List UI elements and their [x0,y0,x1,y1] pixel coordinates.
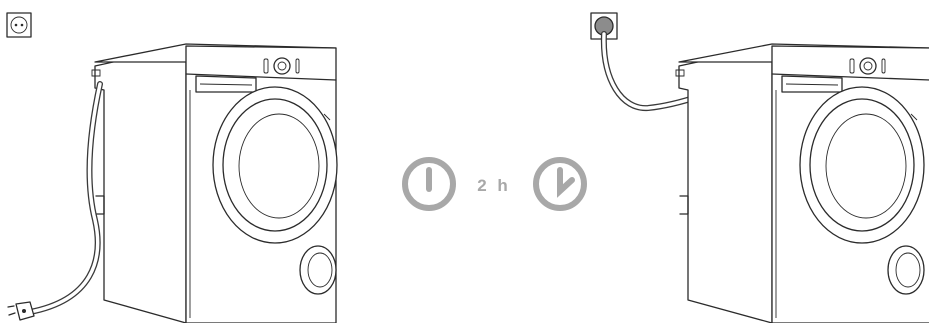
power-cable-plugged [600,31,703,112]
clock-start-icon [402,157,456,211]
power-plug-icon [7,301,35,321]
wait-time-label: 2 h [477,176,511,195]
socket-empty-icon [6,12,32,38]
washing-machine-right [675,43,930,323]
power-cable-unplugged [27,81,103,315]
washing-machine-left [91,43,338,323]
clock-end-icon [533,157,587,211]
